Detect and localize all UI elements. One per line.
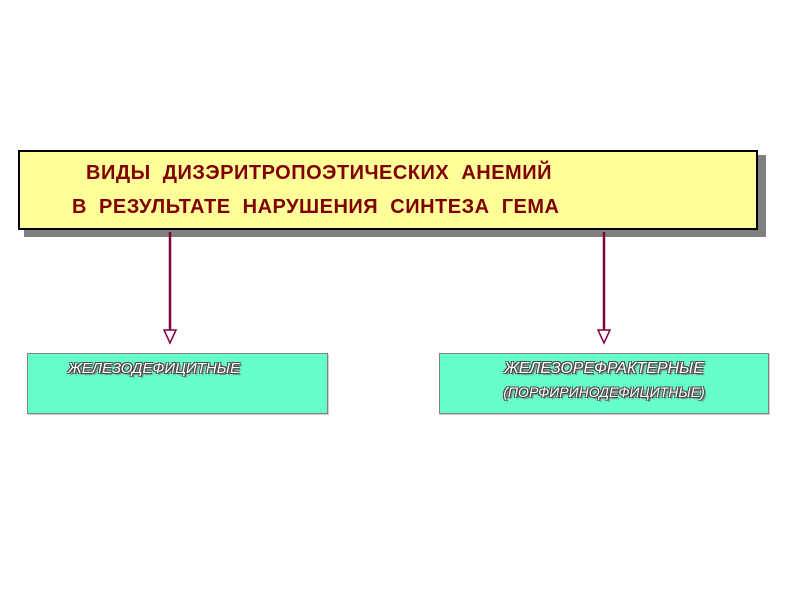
branch-box-iron-refractory: ЖЕЛЕЗОРЕФРАКТЕРНЫЕ (ПОРФИРИНОДЕФИЦИТНЫЕ) <box>439 353 769 414</box>
branch-sublabel-porphyrin-deficient: (ПОРФИРИНОДЕФИЦИТНЫЕ) <box>503 384 705 400</box>
branch-label-iron-deficient: ЖЕЛЕЗОДЕФИЦИТНЫЕ <box>68 360 241 377</box>
title-line-2: В РЕЗУЛЬТАТЕ НАРУШЕНИЯ СИНТЕЗА ГЕМА <box>72 196 560 218</box>
branch-label-iron-refractory: ЖЕЛЕЗОРЕФРАКТЕРНЫЕ <box>504 360 704 377</box>
branch-box-iron-deficient: ЖЕЛЕЗОДЕФИЦИТНЫЕ <box>27 353 328 414</box>
arrowhead-right <box>596 329 612 345</box>
arrowhead-left <box>162 329 178 345</box>
title-line-1: ВИДЫ ДИЗЭРИТРОПОЭТИЧЕСКИХ АНЕМИЙ <box>86 162 552 184</box>
title-box: ВИДЫ ДИЗЭРИТРОПОЭТИЧЕСКИХ АНЕМИЙ В РЕЗУЛ… <box>18 150 758 230</box>
